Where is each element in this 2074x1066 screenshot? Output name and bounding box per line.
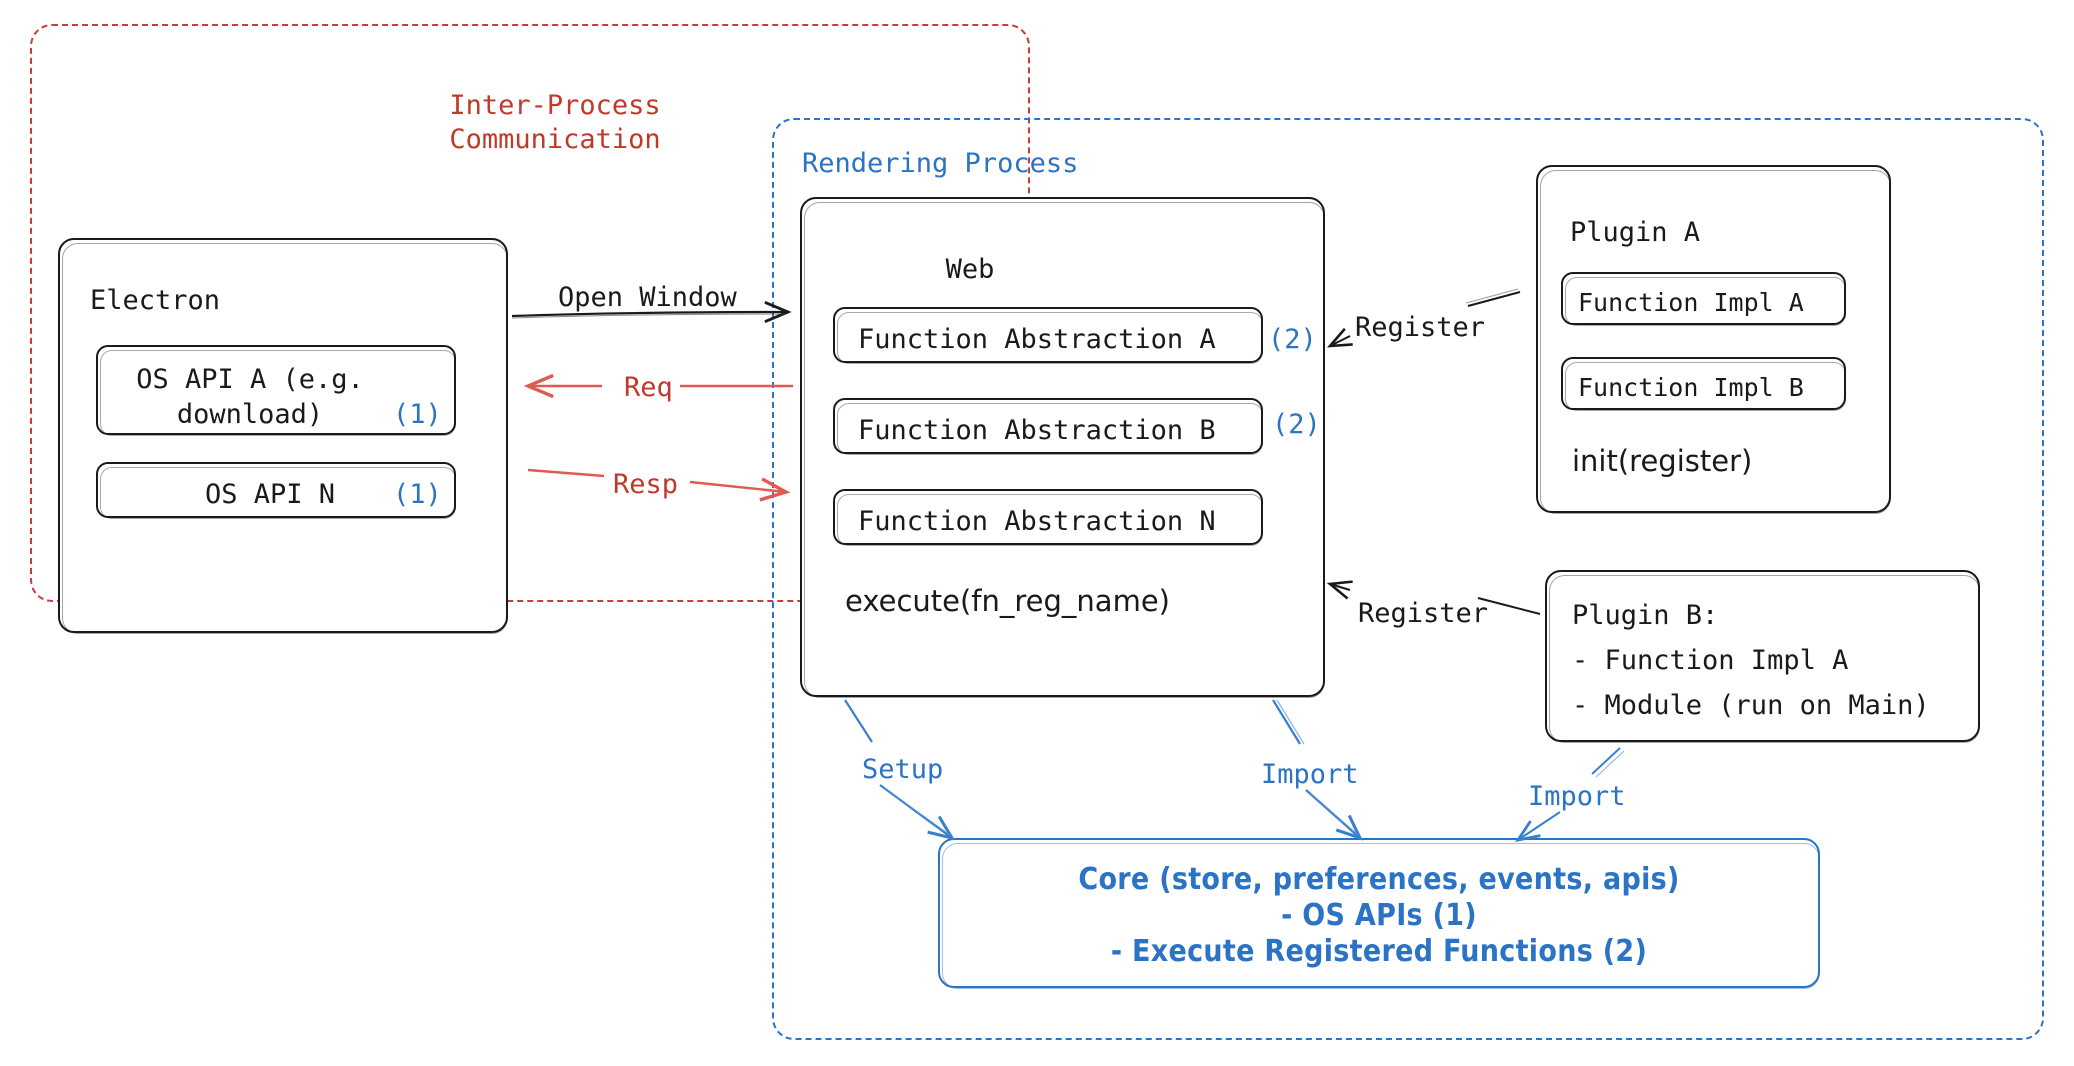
plugin-b-item-2: - Module (run on Main) <box>1572 690 1930 721</box>
os-api-n-box[interactable] <box>96 462 456 519</box>
edge-label-import-web: Import <box>1261 759 1359 790</box>
function-abstraction-n-box[interactable] <box>833 489 1263 546</box>
plugin-b-title: Plugin B: <box>1572 600 1719 631</box>
function-abstraction-b-box[interactable] <box>833 398 1263 455</box>
plugin-a-init-footer: init(register) <box>1572 444 1753 478</box>
function-abstraction-b-marker: (2) <box>1272 409 1321 440</box>
region-ipc-label-line2: Communication <box>449 124 661 155</box>
region-rendering-label: Rendering Process <box>802 148 1079 179</box>
edge-label-register-plugin-b: Register <box>1358 598 1489 629</box>
edge-label-register-plugin-a: Register <box>1355 312 1486 343</box>
region-ipc-label-line1: Inter-Process <box>449 90 661 121</box>
os-api-a-label-line2: download) <box>176 399 324 430</box>
plugin-b-item-1: - Function Impl A <box>1572 645 1849 676</box>
web-execute-footer: execute(fn_reg_name) <box>845 584 1170 618</box>
web-title: Web <box>945 254 995 285</box>
function-abstraction-a-marker: (2) <box>1268 324 1317 355</box>
edge-label-resp: Resp <box>613 469 679 500</box>
electron-box <box>58 238 508 634</box>
function-impl-b-box[interactable] <box>1561 357 1846 411</box>
edge-label-open-window: Open Window <box>558 282 737 313</box>
core-line-1: Core (store, preferences, events, apis) <box>1078 862 1680 897</box>
plugin-a-box <box>1536 165 1891 514</box>
function-abstraction-b-label: Function Abstraction B <box>858 415 1216 446</box>
edge-label-setup: Setup <box>862 754 944 785</box>
electron-title: Electron <box>90 285 221 316</box>
region-rendering-process <box>772 118 2044 1040</box>
function-abstraction-a-label: Function Abstraction A <box>858 324 1216 355</box>
function-abstraction-n-label: Function Abstraction N <box>858 506 1216 537</box>
edge-label-req: Req <box>624 372 673 403</box>
function-impl-b-label: Function Impl B <box>1578 373 1804 402</box>
os-api-n-label: OS API N <box>205 479 336 510</box>
edge-label-import-plugin: Import <box>1528 781 1626 812</box>
function-impl-a-box[interactable] <box>1561 272 1846 326</box>
os-api-a-marker: (1) <box>393 399 442 430</box>
os-api-n-marker: (1) <box>393 479 442 510</box>
plugin-b-box <box>1545 570 1980 743</box>
core-line-2: - OS APIs (1) <box>1281 898 1477 933</box>
function-impl-a-label: Function Impl A <box>1578 288 1804 317</box>
core-line-3: - Execute Registered Functions (2) <box>1110 934 1648 969</box>
plugin-a-title: Plugin A <box>1570 217 1701 248</box>
os-api-a-label-line1: OS API A (e.g. <box>136 364 364 395</box>
